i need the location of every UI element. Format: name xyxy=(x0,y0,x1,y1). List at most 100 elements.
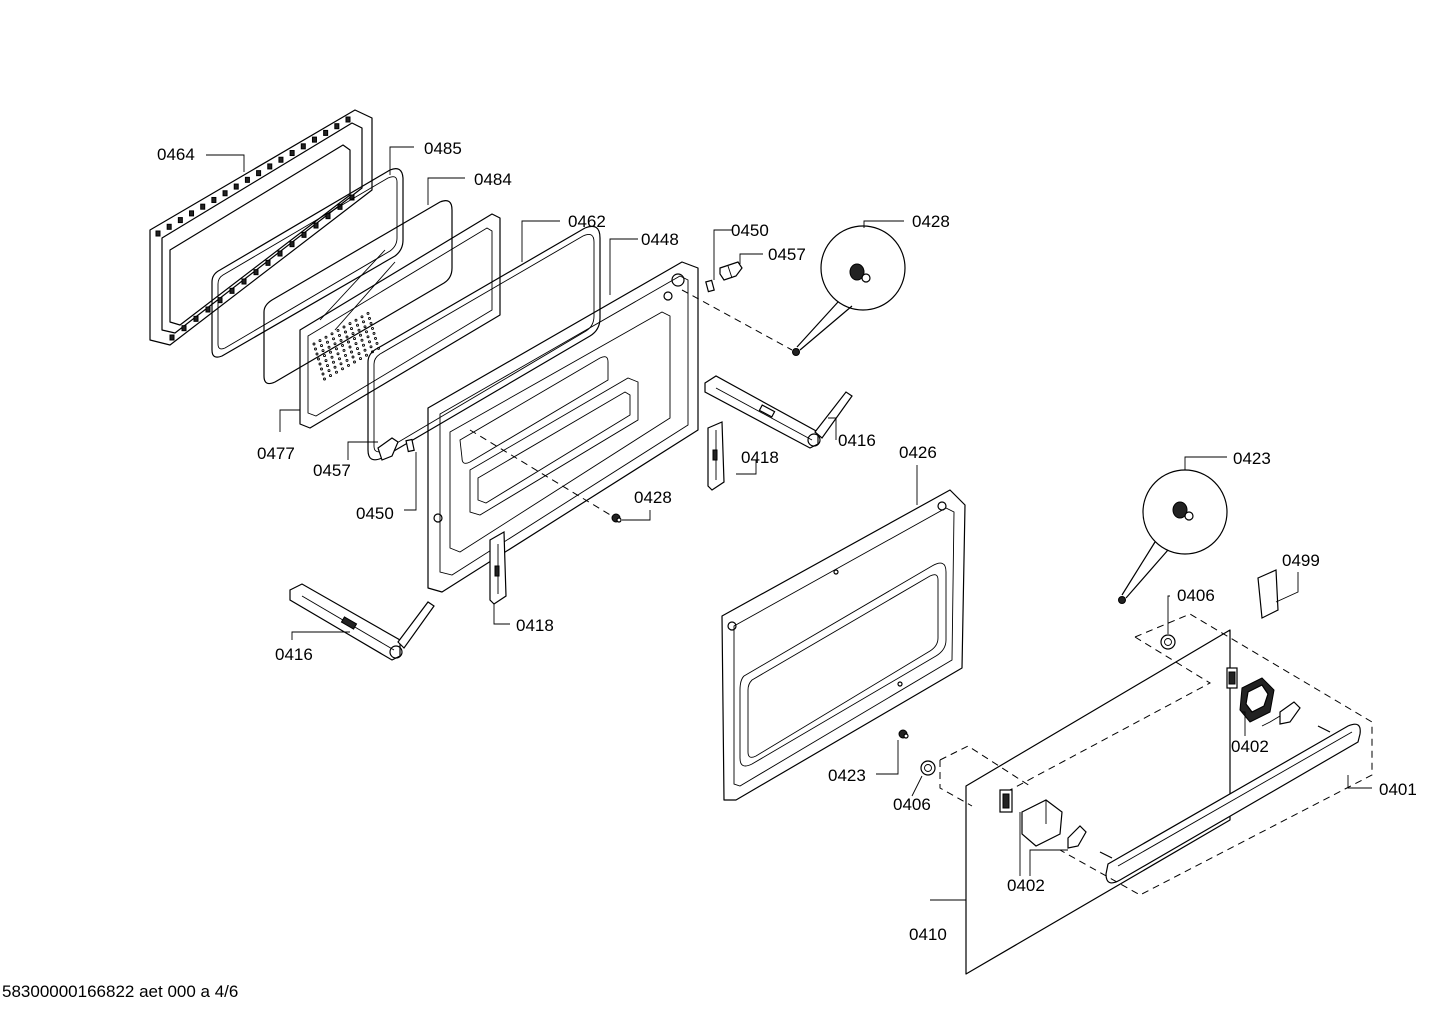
panel-perforation xyxy=(330,355,334,359)
part-0418-bracket-bottom xyxy=(489,530,507,605)
panel-perforation xyxy=(351,332,355,336)
panel-perforation xyxy=(357,352,361,356)
panel-perforation xyxy=(363,325,367,329)
frame-notch xyxy=(345,116,351,123)
frame-notch xyxy=(241,278,247,285)
panel-perforation xyxy=(369,321,373,325)
label-0410: 0410 xyxy=(909,925,947,944)
panel-perforation xyxy=(327,345,331,349)
panel-perforation xyxy=(323,354,326,358)
part-0450-clip-top xyxy=(705,279,715,293)
panel-perforation xyxy=(371,350,374,354)
part-0401-handle xyxy=(1099,723,1361,884)
panel-perforation xyxy=(333,365,337,369)
panel-perforation xyxy=(324,335,328,339)
label-0450-mid: 0450 xyxy=(356,504,394,523)
label-0426: 0426 xyxy=(899,443,937,462)
frame-notch xyxy=(334,123,340,130)
panel-perforation xyxy=(359,333,362,337)
frame-notch xyxy=(278,156,284,163)
panel-perforation xyxy=(351,355,355,359)
panel-perforation xyxy=(347,340,350,344)
panel-perforation xyxy=(314,347,317,351)
panel-perforation xyxy=(321,372,325,376)
label-0457-mid: 0457 xyxy=(313,461,351,480)
frame-notch xyxy=(277,250,283,257)
panel-perforation xyxy=(369,345,373,349)
panel-perforation xyxy=(365,330,368,334)
label-0416-left: 0416 xyxy=(275,645,313,664)
panel-perforation xyxy=(338,357,341,361)
panel-perforation xyxy=(336,352,340,356)
panel-perforation xyxy=(315,352,319,356)
label-0485: 0485 xyxy=(424,139,462,158)
panel-perforation xyxy=(341,367,344,371)
panel-perforation xyxy=(344,330,347,334)
label-0477: 0477 xyxy=(257,444,295,463)
frame-notch xyxy=(189,210,195,217)
panel-perforation xyxy=(336,328,340,332)
label-0406-bottom: 0406 xyxy=(893,795,931,814)
panel-perforation xyxy=(342,325,346,329)
panel-perforation xyxy=(318,339,322,343)
frame-notch xyxy=(177,217,183,224)
panel-perforation xyxy=(329,350,332,354)
frame-notch xyxy=(301,231,307,238)
panel-perforation xyxy=(320,367,323,371)
part-labels: 0464 0485 0484 0462 0448 0450 0457 0428 … xyxy=(157,139,1417,944)
panel-perforation xyxy=(375,341,379,345)
part-0477-inner-panel xyxy=(299,213,501,429)
panel-perforation xyxy=(357,328,361,332)
frame-notch xyxy=(323,129,329,136)
frame-notch xyxy=(217,297,223,304)
part-0428-top-zoom xyxy=(792,225,906,356)
panel-perforation xyxy=(324,359,328,363)
panel-perforation xyxy=(320,344,323,348)
frame-notch xyxy=(267,163,273,170)
label-0457-top: 0457 xyxy=(768,245,806,264)
frame-notch xyxy=(200,203,206,210)
panel-perforation xyxy=(345,335,349,339)
panel-perforation xyxy=(345,358,349,362)
panel-perforation xyxy=(372,331,376,335)
part-0499-label-card xyxy=(1257,569,1279,619)
panel-perforation xyxy=(362,343,365,347)
frame-notch xyxy=(222,190,228,197)
panel-perforation xyxy=(363,348,367,352)
panel-perforation xyxy=(354,318,358,322)
part-0464-outer-frame xyxy=(149,109,373,346)
label-0484: 0484 xyxy=(474,170,512,189)
frame-notch xyxy=(205,306,211,313)
panel-perforation xyxy=(365,353,368,357)
frame-notch xyxy=(300,143,306,150)
panel-perforation xyxy=(333,342,337,346)
panel-perforation xyxy=(344,353,347,357)
panel-perforation xyxy=(362,320,365,324)
part-0485-gasket xyxy=(211,168,404,358)
frame-notch xyxy=(289,241,295,248)
frame-notch xyxy=(337,203,343,210)
label-0450-top: 0450 xyxy=(731,221,769,240)
panel-perforation xyxy=(335,347,338,351)
panel-perforation xyxy=(360,338,364,342)
frame-notch xyxy=(166,223,172,230)
frame-notch xyxy=(211,196,217,203)
part-0406-cap-top xyxy=(1160,634,1176,650)
label-0402-bottom: 0402 xyxy=(1007,876,1045,895)
panel-perforation xyxy=(335,370,338,374)
frame-notch xyxy=(229,287,235,294)
label-0448: 0448 xyxy=(641,230,679,249)
label-0406-top: 0406 xyxy=(1177,586,1215,605)
label-0423-top: 0423 xyxy=(1233,449,1271,468)
frame-notch xyxy=(169,334,175,341)
panel-perforation xyxy=(339,362,343,366)
leader-lines xyxy=(206,146,1372,901)
panel-perforation xyxy=(332,337,335,341)
panel-perforation xyxy=(339,338,343,342)
dashed-axis-hinge-mid xyxy=(469,429,613,517)
panel-perforation xyxy=(330,332,334,336)
panel-perforation xyxy=(356,323,359,327)
document-id: 58300000166822 aet 000 a 4/6 xyxy=(2,982,238,1001)
